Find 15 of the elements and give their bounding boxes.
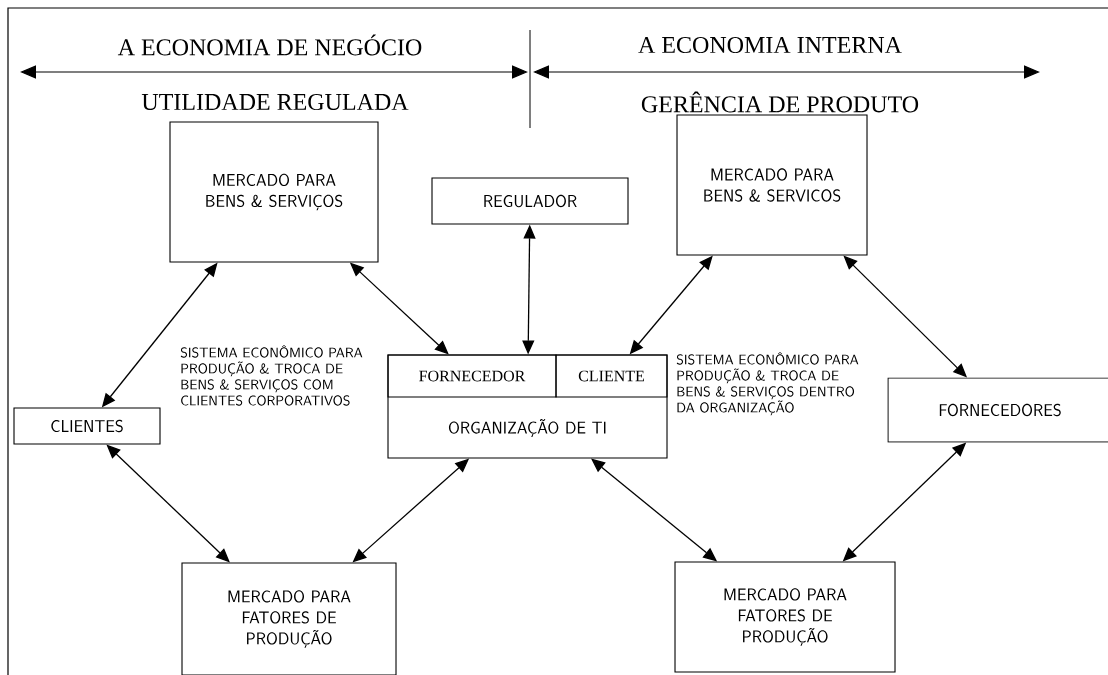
process-box: MERCADO PARA BENS & SERVIÇOS [169, 121, 379, 263]
process-box: MERCADO PARA BENS & SERVICOS [676, 114, 868, 256]
note-text: SISTEMA ECONÔMICO PARA PRODUÇÃO & TROCA DE BENS & SERVIÇOS COM CLIENTES CORPORATIVOS [180, 345, 363, 406]
heading: GERÊNCIA DE PRODUTO [641, 91, 919, 113]
note-text: SISTEMA ECONÔMICO PARA PRODUÇÃO & TROCA DE BENS & SERVIÇOS DENTRO DA ORGANIZAÇÃO [676, 352, 859, 416]
table-cell: CLIENTE [555, 354, 668, 398]
heading: UTILIDADE REGULADA [141, 93, 409, 111]
process-box: FORNECEDORES [887, 377, 1108, 443]
heading: A ECONOMIA INTERNA [638, 36, 902, 54]
process-box: REGULADOR [431, 177, 629, 225]
process-box: MERCADO PARA FATORES DE PRODUÇÃO [181, 562, 397, 675]
heading: A ECONOMIA DE NEGÓCIO [117, 34, 422, 56]
table-cell: FORNECEDOR [387, 354, 557, 398]
process-box: MERCADO PARA FATORES DE PRODUÇÃO [674, 561, 896, 673]
process-box: CLIENTES [13, 407, 161, 445]
